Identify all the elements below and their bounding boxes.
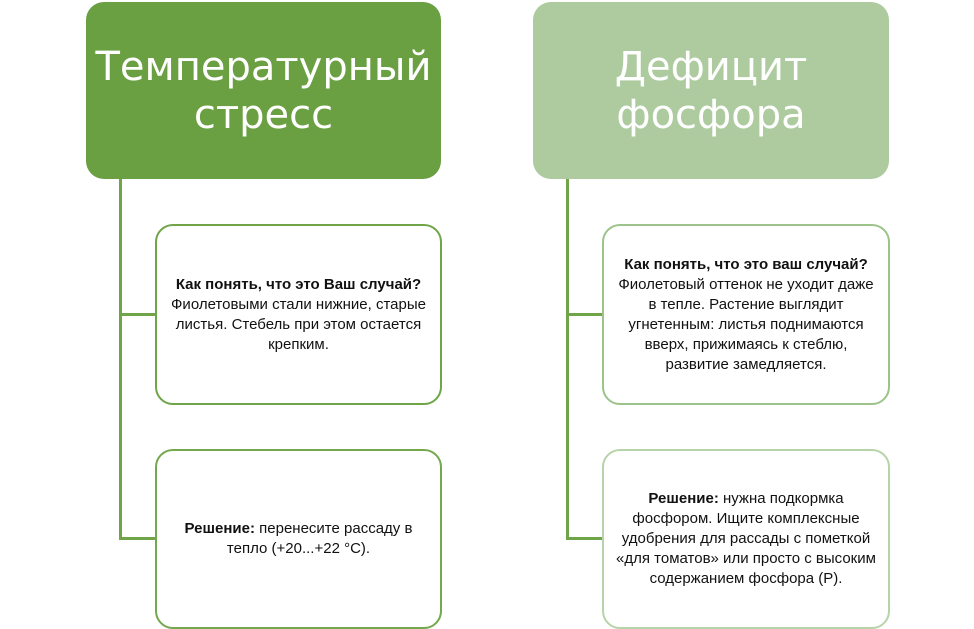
header-title: Температурный стресс	[95, 43, 432, 138]
card-label: Решение:	[648, 490, 719, 507]
connector-branch	[566, 313, 604, 316]
card-diagnosis: Как понять, что это Ваш случай? Фиолетов…	[155, 224, 442, 405]
card-text: перенесите рассаду в тепло (+20...+22 °С…	[226, 520, 413, 557]
card-text: Фиолетовый оттенок не уходит даже в тепл…	[618, 275, 874, 373]
card-solution: Решение: нужна подкормка фосфором. Ищите…	[602, 449, 890, 629]
card-text: Фиолетовыми стали нижние, старые листья.…	[171, 295, 426, 353]
card-diagnosis: Как понять, что это ваш случай? Фиолетов…	[602, 224, 890, 405]
connector-branch	[566, 537, 604, 540]
connector-line-left	[119, 179, 122, 539]
connector-branch	[119, 313, 157, 316]
connector-branch	[119, 537, 157, 540]
header-temperature-stress: Температурный стресс	[86, 2, 441, 179]
card-question: Как понять, что это Ваш случай?	[175, 275, 422, 293]
card-label: Решение:	[184, 520, 255, 537]
header-title: Дефицит фосфора	[614, 43, 808, 138]
card-question: Как понять, что это ваш случай?	[624, 255, 868, 273]
header-phosphorus-deficit: Дефицит фосфора	[533, 2, 889, 179]
card-solution: Решение: перенесите рассаду в тепло (+20…	[155, 449, 442, 629]
connector-line-right	[566, 179, 569, 539]
card-text: нужна подкормка фосфором. Ищите комплекс…	[616, 490, 876, 587]
